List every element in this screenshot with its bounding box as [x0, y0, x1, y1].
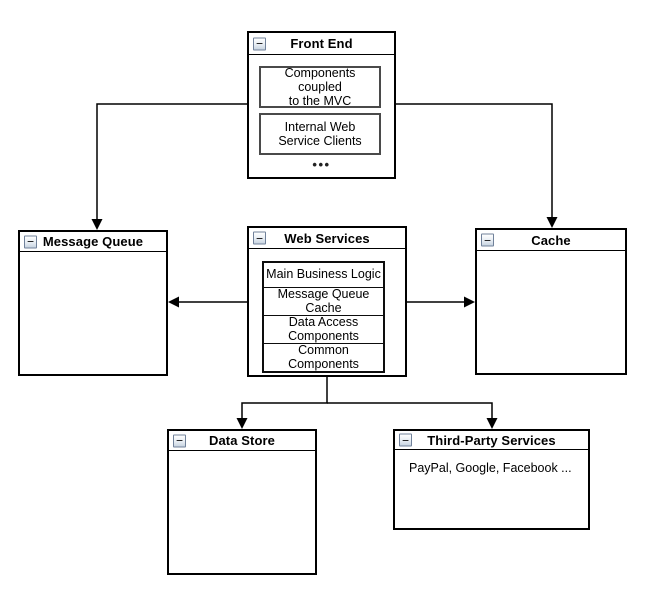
connector-front-end-to-message-queue[interactable]	[91, 103, 248, 230]
arrowhead	[168, 296, 179, 308]
node-cache[interactable]: − Cache	[475, 228, 627, 375]
collapse-icon[interactable]: −	[253, 37, 266, 50]
collapse-icon[interactable]: −	[173, 434, 186, 447]
node-title: Web Services	[284, 230, 370, 246]
node-header: − Message Queue	[20, 232, 166, 252]
arrowhead	[236, 418, 248, 429]
front-end-item-internal-clients[interactable]: Internal Web Service Clients	[259, 113, 381, 155]
third-party-services-body: PayPal, Google, Facebook ...	[409, 461, 572, 475]
web-services-stack: Main Business Logic Message Queue Cache …	[262, 261, 385, 373]
connector-web-services-to-message-queue[interactable]	[168, 296, 247, 308]
node-header: − Data Store	[169, 431, 315, 451]
collapse-icon[interactable]: −	[399, 433, 412, 447]
arrowhead	[486, 418, 498, 429]
arrowhead	[91, 219, 103, 230]
node-title: Front End	[290, 36, 353, 51]
web-services-cell-common-components[interactable]: Common Components	[264, 343, 383, 371]
collapse-icon[interactable]: −	[253, 231, 266, 245]
node-title: Third-Party Services	[427, 432, 556, 448]
node-title: Data Store	[208, 433, 276, 448]
node-data-store[interactable]: − Data Store	[167, 429, 317, 575]
connector-front-end-to-cache[interactable]	[396, 103, 558, 228]
node-web-services[interactable]: − Web Services Main Business Logic Messa…	[247, 226, 407, 377]
node-third-party-services[interactable]: − Third-Party Services PayPal, Google, F…	[393, 429, 590, 530]
node-header: − Third-Party Services	[395, 431, 588, 450]
connector-web-services-to-data-store[interactable]	[236, 377, 328, 429]
node-header: − Cache	[477, 230, 625, 251]
web-services-cell-main-business-logic[interactable]: Main Business Logic	[266, 267, 381, 282]
node-header: − Front End	[249, 33, 394, 55]
web-services-cell-data-access-components[interactable]: Data Access Components	[264, 315, 383, 343]
arrowhead	[546, 217, 558, 228]
front-end-item-mvc[interactable]: Components coupled to the MVC	[259, 66, 381, 108]
arrowhead	[464, 296, 475, 308]
web-services-cell-message-queue-cache[interactable]: Message Queue Cache	[264, 287, 383, 315]
node-title: Message Queue	[42, 234, 144, 249]
connector-web-services-to-cache[interactable]	[407, 296, 475, 308]
node-front-end[interactable]: − Front End Components coupled to the MV…	[247, 31, 396, 179]
collapse-icon[interactable]: −	[24, 235, 37, 248]
node-message-queue[interactable]: − Message Queue	[18, 230, 168, 376]
collapse-icon[interactable]: −	[481, 233, 494, 247]
node-header: − Web Services	[249, 228, 405, 249]
connector-web-services-to-third-party-services[interactable]	[327, 402, 498, 429]
node-title: Cache	[531, 232, 571, 248]
ellipsis-more-items: •••	[312, 157, 331, 172]
